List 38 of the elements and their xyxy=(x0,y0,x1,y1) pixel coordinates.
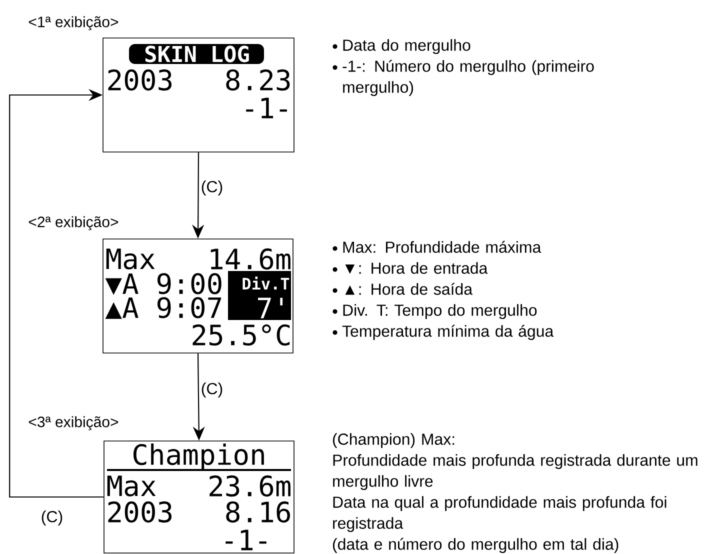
edge-label: (C) xyxy=(202,180,222,196)
display-text: -1- xyxy=(246,98,287,118)
display-text: 25.5°C xyxy=(192,324,290,346)
screen-heading: <3ª exibição> xyxy=(28,416,118,430)
display-title: Champion xyxy=(107,443,291,471)
display-screen xyxy=(104,440,294,554)
display-screen xyxy=(102,238,294,354)
edge-label: (C) xyxy=(202,382,222,398)
note-text: (Champion) Max: xyxy=(333,433,454,448)
display-text: Max xyxy=(106,248,155,270)
display-text: 23.6m xyxy=(210,475,290,497)
bullet-item: Max: Profundidade máxima xyxy=(332,240,542,253)
display-text: 8.23 xyxy=(226,69,290,91)
display-text: Max xyxy=(107,476,156,496)
display-text: 14.6m xyxy=(210,248,290,270)
bullet-item: -1-: Número do mergulho (primeiro mergulho) xyxy=(332,60,594,96)
display-text: 2003 xyxy=(108,501,172,523)
bullet-item: ▼: Hora de entrada xyxy=(332,262,488,274)
note-text: Profundidade mais profunda registrada durante um mergulho livre xyxy=(333,454,698,490)
display-text: ▲A 9:07 xyxy=(105,297,222,319)
mode-label: SKIN LOG xyxy=(129,44,264,64)
bullet-item: Div. T: Tempo do mergulho xyxy=(332,304,537,320)
display-text: 2003 xyxy=(108,69,172,91)
screen-heading: <2ª exibição> xyxy=(28,216,118,230)
bullet-item: ▲: Hora de saída xyxy=(332,282,473,295)
display-text: ▼A 9:00 xyxy=(105,273,222,295)
display-screen xyxy=(102,38,294,152)
edge-label: (C) xyxy=(42,510,62,526)
display-text: 8.16 xyxy=(226,501,290,523)
bullet-item: Temperatura mínima da água xyxy=(332,324,554,340)
bullet-item: Data do mergulho xyxy=(332,39,470,54)
display-text: -1- xyxy=(226,530,266,550)
note-text: Data na qual a profundidade mais profunda foi registrada xyxy=(333,496,666,532)
highlighted-label: Div.T xyxy=(228,271,291,295)
screen-heading: <1ª exibição> xyxy=(28,16,118,30)
arrow xyxy=(9,88,104,498)
note-text: (data e número do mergulho em tal dia) xyxy=(333,538,618,554)
highlighted-value: 7' xyxy=(228,294,291,320)
